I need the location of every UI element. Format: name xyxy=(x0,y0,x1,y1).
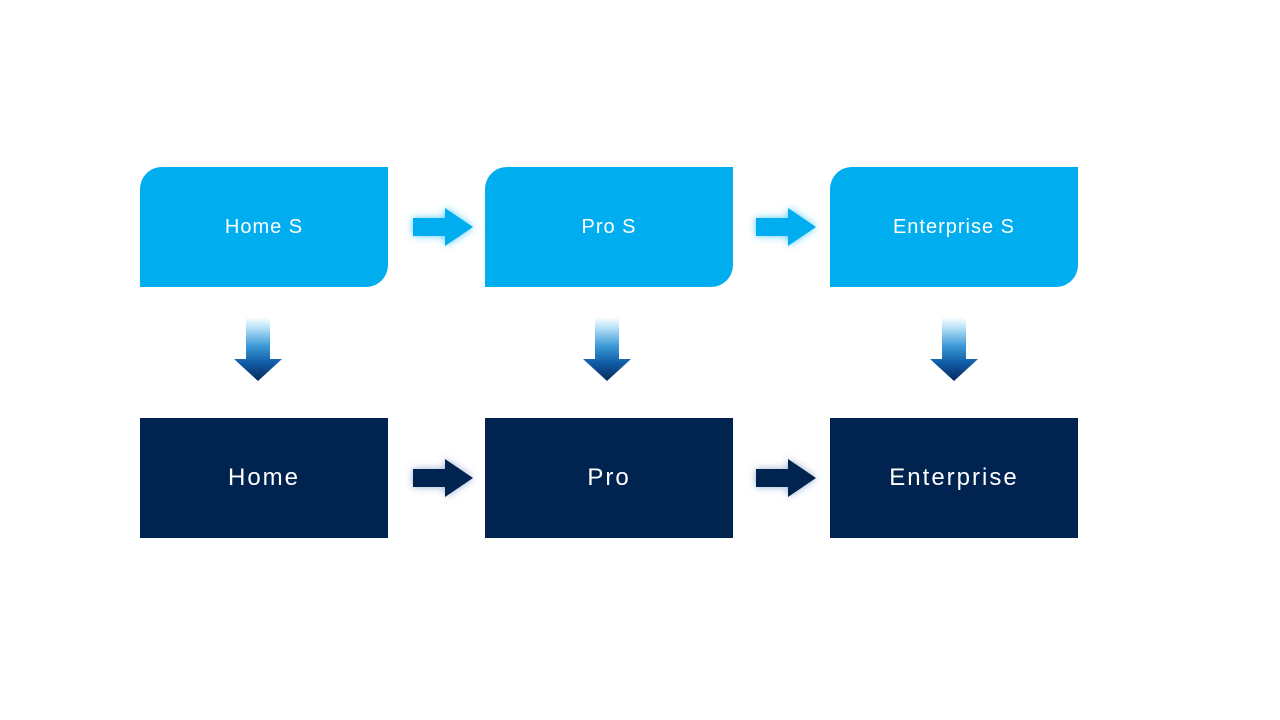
node-pro-s: Pro S xyxy=(485,167,733,287)
right-arrow-icon xyxy=(756,456,816,500)
node-pro-s-label: Pro S xyxy=(581,215,637,238)
down-arrow-icon xyxy=(930,317,978,381)
node-home-s: Home S xyxy=(140,167,388,287)
right-arrow-icon xyxy=(756,205,816,249)
node-pro-label: Pro xyxy=(587,464,631,491)
node-home-label: Home xyxy=(227,464,301,491)
node-home-s-label: Home S xyxy=(224,215,304,238)
down-arrow-icon xyxy=(234,317,282,381)
node-enterprise-label: Enterprise xyxy=(889,464,1019,491)
down-arrow-icon xyxy=(583,317,631,381)
node-pro: Pro xyxy=(485,418,733,538)
node-enterprise-s-label: Enterprise S xyxy=(892,215,1016,238)
node-home: Home xyxy=(140,418,388,538)
node-enterprise: Enterprise xyxy=(830,418,1078,538)
right-arrow-icon xyxy=(413,456,473,500)
right-arrow-icon xyxy=(413,205,473,249)
node-enterprise-s: Enterprise S xyxy=(830,167,1078,287)
